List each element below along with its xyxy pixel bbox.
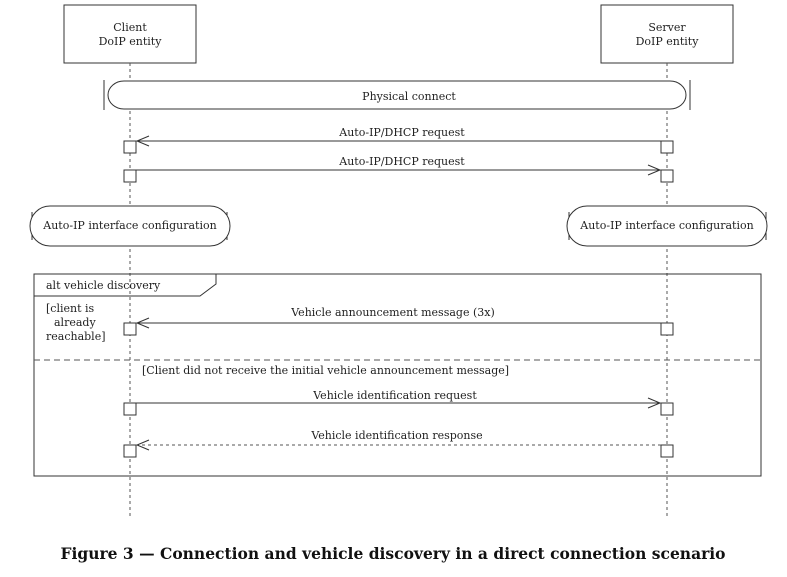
physical-connect-label: Physical connect — [362, 90, 456, 103]
ident-request-label: Vehicle identification request — [312, 389, 477, 402]
server-name: Server — [648, 21, 686, 34]
ident-response-label: Vehicle identification response — [310, 429, 482, 442]
guard-1-line-2: already — [54, 316, 96, 329]
guard-1-line-3: reachable] — [46, 330, 106, 343]
server-autoip-state: Auto-IP interface configuration — [566, 205, 768, 247]
dhcp-request-2-label: Auto-IP/DHCP request — [338, 155, 465, 168]
guard-2: [Client did not receive the initial vehi… — [142, 364, 509, 377]
message-ident-request: Vehicle identification request — [123, 389, 674, 416]
message-ident-response: Vehicle identification response — [123, 429, 674, 458]
client-autoip-label: Auto-IP interface configuration — [42, 219, 216, 232]
server-autoip-label: Auto-IP interface configuration — [579, 219, 753, 232]
physical-connect-state: Physical connect — [103, 80, 691, 110]
client-autoip-state: Auto-IP interface configuration — [29, 205, 231, 247]
guard-1-line-1: [client is — [46, 302, 95, 315]
dhcp-request-1-label: Auto-IP/DHCP request — [338, 126, 465, 139]
message-dhcp-request-1: Auto-IP/DHCP request — [123, 126, 674, 154]
client-name: Client — [113, 21, 147, 34]
message-dhcp-request-2: Auto-IP/DHCP request — [123, 155, 674, 183]
server-role: DoIP entity — [636, 35, 700, 48]
figure-caption: Figure 3 — Connection and vehicle discov… — [60, 544, 725, 563]
participant-server: Server DoIP entity — [600, 4, 734, 64]
client-role: DoIP entity — [99, 35, 163, 48]
participant-client: Client DoIP entity — [63, 4, 197, 64]
message-announcement: Vehicle announcement message (3x) — [123, 306, 674, 336]
announcement-label: Vehicle announcement message (3x) — [290, 306, 494, 319]
alt-fragment: alt vehicle discovery [client is already… — [33, 273, 762, 477]
alt-fragment-label: alt vehicle discovery — [46, 279, 161, 292]
